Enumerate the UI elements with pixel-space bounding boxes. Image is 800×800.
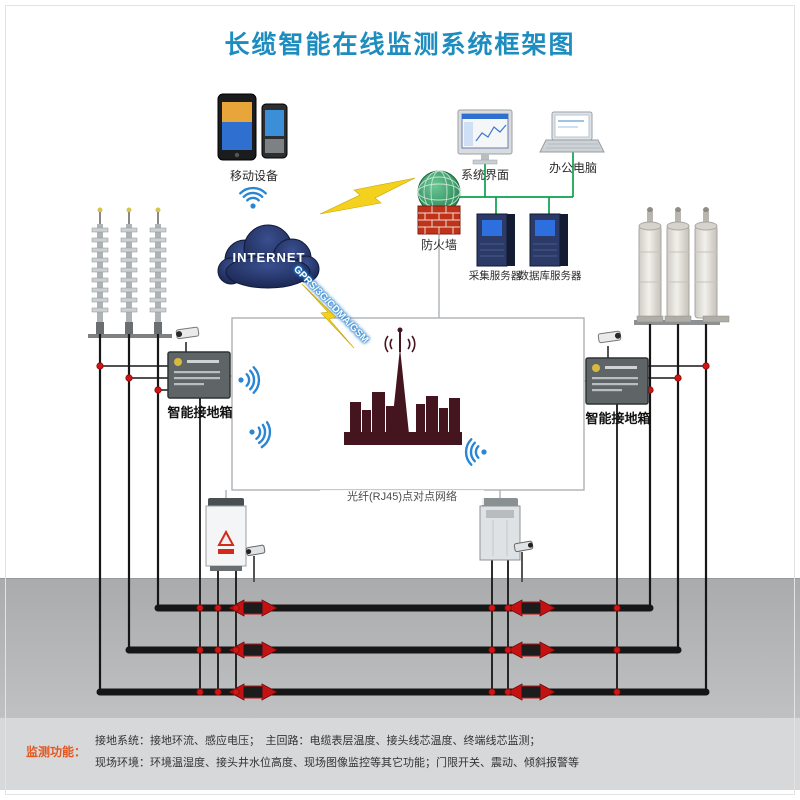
junction-dots: [96, 362, 710, 696]
internet-label: INTERNET: [232, 250, 306, 265]
firewall-label: 防火墙: [420, 238, 457, 252]
wifi-icon-mobile: [239, 186, 267, 210]
lightning-bolt-icon: [301, 283, 355, 349]
system-interface-label: 系统界面: [460, 168, 509, 182]
office-laptop-icon: [539, 111, 605, 153]
left-grounding-box-label: 智能接地箱: [167, 405, 233, 420]
cctv-camera-icon: [245, 544, 266, 557]
firewall-icon: [417, 170, 461, 235]
right-cable-terminations: [634, 207, 730, 325]
bottom-right-cabinet: [479, 498, 534, 582]
wifi-icon-left-box: [237, 366, 261, 394]
collect-server-label: 采集服务器: [468, 270, 522, 282]
system-interface-monitor: [457, 109, 513, 165]
lightning-bolt-icon: [319, 177, 416, 215]
office-network-lines: [444, 152, 574, 214]
page-title: 长缆智能在线监测系统框架图: [224, 31, 576, 59]
bottom-left-cabinet: [205, 498, 266, 582]
monitor-functions-heading: 监测功能：: [26, 745, 87, 759]
database-server-icon: [529, 213, 568, 267]
cctv-camera-icon: [597, 330, 622, 344]
wifi-icon-tower-left: [245, 417, 274, 450]
collect-server-icon: [476, 213, 515, 267]
wifi-icon-tower-right: [464, 438, 488, 466]
mobile-devices-icon: [217, 93, 288, 161]
database-server-label: 数据库服务器: [518, 270, 582, 282]
left-cable-terminations: [88, 207, 172, 338]
monitor-functions-line2: 现场环境：环境温湿度、接头井水位高度、现场图像监控等其它功能；门限开关、震动、倾…: [95, 757, 579, 769]
left-grounding-box: [167, 326, 231, 399]
right-grounding-box-label: 智能接地箱: [585, 411, 651, 426]
mobile-devices-label: 移动设备: [229, 169, 278, 183]
right-grounding-box: [585, 330, 649, 405]
cable-joints: [228, 599, 556, 701]
transmission-tower: [344, 327, 462, 445]
ground-band-light: [0, 718, 800, 790]
cctv-camera-icon: [513, 540, 534, 553]
monitor-functions-line1: 接地系统：接地环流、感应电压； 主回路：电缆表层温度、接头线芯温度、终端线芯监测…: [95, 735, 541, 747]
office-pc-label: 办公电脑: [548, 161, 597, 175]
internet-cloud: [217, 224, 320, 289]
fiber-network-label: 光纤(RJ45)点对点网络: [320, 490, 484, 506]
cctv-camera-icon: [175, 326, 200, 340]
